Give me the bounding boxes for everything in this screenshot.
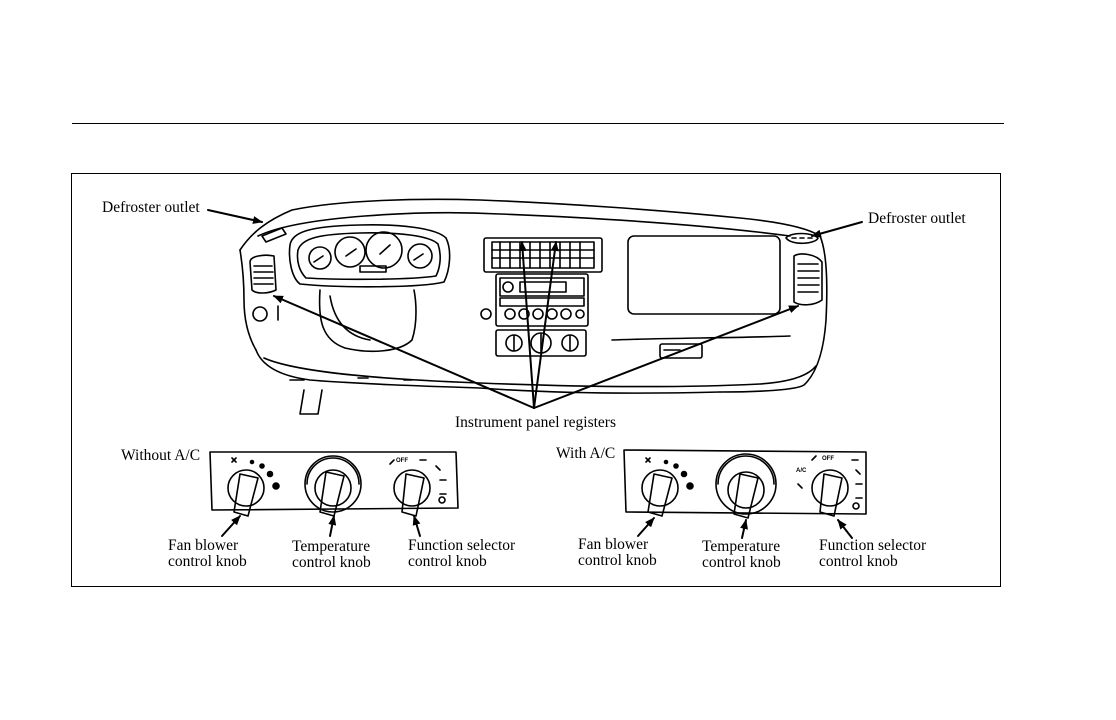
ac-marking: A/C	[796, 468, 807, 474]
fan-blower-line1: Fan blower	[168, 538, 247, 554]
temperature-line1: Temperature	[702, 539, 781, 555]
right-register	[786, 234, 822, 305]
fan-blower-line1: Fan blower	[578, 537, 657, 553]
function-selector-line1: Function selector	[408, 538, 515, 554]
defroster-outlet-left-label: Defroster outlet	[102, 200, 200, 216]
panel-with-ac-arrows	[638, 518, 852, 538]
with-ac-label: With A/C	[556, 446, 615, 462]
center-register	[484, 238, 602, 272]
function-selector-label: Function selector control knob	[408, 538, 515, 570]
panel-without-ac: OFF	[210, 452, 458, 516]
fan-blower-line2: control knob	[578, 553, 657, 569]
glove-box	[612, 236, 790, 358]
function-selector-line2: control knob	[819, 554, 926, 570]
panel-without-ac-arrows	[222, 516, 420, 536]
off-marking: OFF	[396, 458, 408, 464]
function-selector-line1: Function selector	[819, 538, 926, 554]
fan-blower-label: Fan blower control knob	[578, 537, 657, 569]
function-selector-label: Function selector control knob	[819, 538, 926, 570]
temperature-label: Temperature control knob	[292, 539, 371, 571]
function-selector-line2: control knob	[408, 554, 515, 570]
panel-with-ac: OFF A/C	[624, 450, 866, 518]
temperature-line1: Temperature	[292, 539, 371, 555]
instrument-cluster	[289, 225, 449, 287]
fan-blower-line2: control knob	[168, 554, 247, 570]
temperature-label: Temperature control knob	[702, 539, 781, 571]
temperature-line2: control knob	[292, 555, 371, 571]
left-register	[250, 228, 286, 321]
leader-arrows	[208, 210, 862, 408]
temperature-line2: control knob	[702, 555, 781, 571]
off-marking: OFF	[822, 456, 834, 462]
defroster-outlet-right-label: Defroster outlet	[868, 211, 966, 227]
fan-blower-label: Fan blower control knob	[168, 538, 247, 570]
without-ac-label: Without A/C	[121, 448, 200, 464]
radio-unit	[481, 274, 588, 326]
instrument-panel-registers-label: Instrument panel registers	[455, 415, 616, 431]
